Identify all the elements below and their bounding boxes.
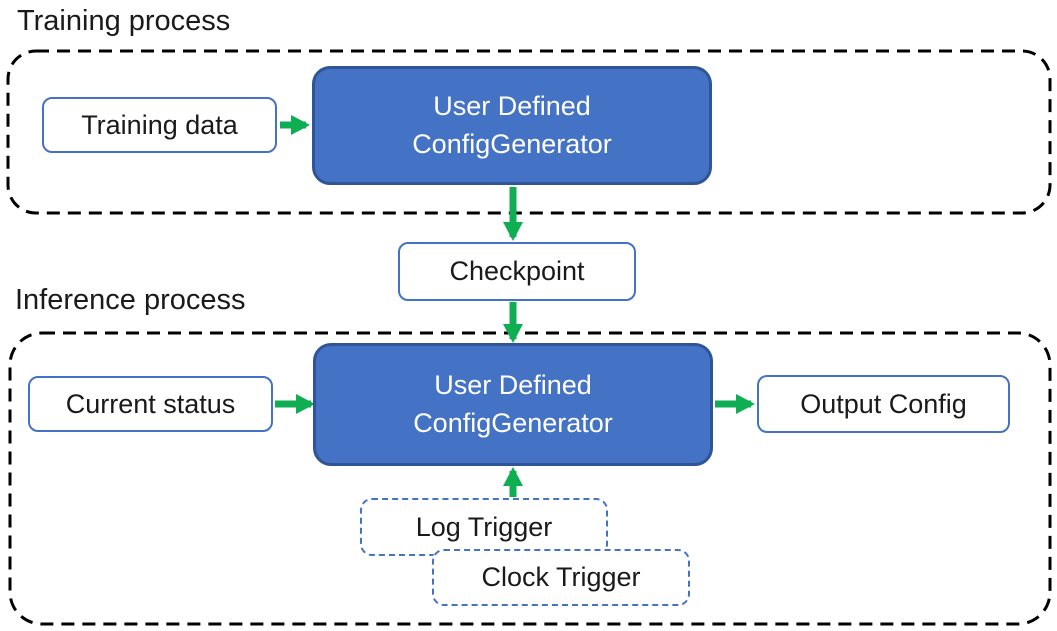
- inference-section-title: Inference process: [15, 284, 246, 316]
- inference-config-generator-box: User Defined ConfigGenerator: [313, 343, 713, 466]
- log-trigger-box: Log Trigger: [360, 498, 608, 556]
- output-config-box: Output Config: [757, 375, 1010, 433]
- training-section-title: Training process: [17, 5, 231, 37]
- training-data-box: Training data: [42, 97, 277, 153]
- checkpoint-box: Checkpoint: [398, 242, 636, 301]
- clock-trigger-box: Clock Trigger: [432, 549, 690, 606]
- training-config-generator-box: User Defined ConfigGenerator: [312, 66, 712, 185]
- current-status-box: Current status: [28, 376, 273, 432]
